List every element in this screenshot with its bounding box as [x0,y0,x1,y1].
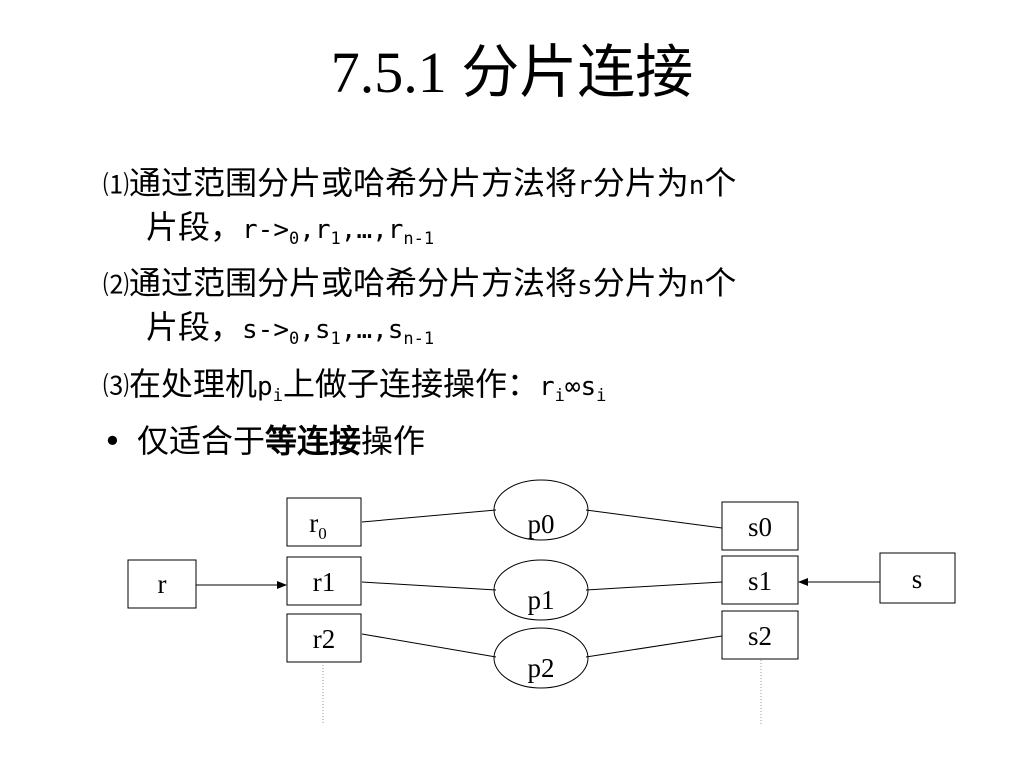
item-2-sub-0: 0 [288,329,300,349]
item-3-marker: ⑶ [103,372,130,402]
r0-base: r [309,508,318,538]
item-2-fragment-seq: s->0,s1,…,sn-1 [242,315,434,348]
r-relation-label: r [158,569,167,599]
item-1-rel-last: r [387,215,404,245]
bullet-bold: 等连接 [265,422,362,460]
item-2-line-1: ⑵通过范围分片或哈希分片方法将s分片为n个 [103,262,736,307]
item-1-line2-text: 片段， [146,208,243,246]
s-relation-box [879,552,956,604]
item-1-sep-2: ,…, [340,215,388,245]
r-relation-box [127,559,197,609]
item-2-marker: ⑵ [103,271,130,301]
s0-fragment-box [721,501,799,551]
item-3-right-sub: i [596,386,607,406]
item-1-count: n [688,171,705,201]
edge-p1-s1 [585,581,723,591]
bullet-dot: • [103,422,122,460]
s0-fragment-label: s0 [748,512,772,542]
bullet-text-a: 仅适合于 [137,422,266,460]
r0-sub: 0 [318,524,327,543]
item-2-line2-text: 片段， [146,308,243,346]
item-2-text-a: 通过范围分片或哈希分片方法将 [129,264,578,302]
item-2-rel: s [577,271,593,301]
edge-p2-s2 [585,635,723,658]
item-2-seq-head: s-> [242,315,289,345]
item-1-line-1: ⑴通过范围分片或哈希分片方法将r分片为n个 [103,162,736,207]
slide-title: 7.5.1 分片连接 [330,40,694,105]
item-1-sub-0: 0 [288,229,300,249]
r2-fragment-label: r2 [313,624,336,654]
item-2-line-2: 片段，s->0,s1,…,sn-1 [146,306,434,351]
p0-processor [493,479,589,541]
s-relation-label: s [912,564,923,594]
item-3-join-expr: ri∞si [538,372,606,405]
r2-fragment-box [286,613,362,663]
s1-fragment-box [721,555,799,605]
item-2-rel-1: s [314,315,331,345]
item-1-seq-head: r-> [242,215,289,245]
item-2-sep-2: ,…, [340,315,388,345]
p1-processor [493,559,589,621]
bullet-line: • 仅适合于等连接操作 [103,420,425,462]
item-2-count: n [688,271,705,301]
p0-label: p0 [528,509,555,539]
r0-fragment-label: r0 [309,508,327,543]
item-3-text-a: 在处理机 [129,365,258,403]
item-1-text-a: 通过范围分片或哈希分片方法将 [129,164,578,202]
p2-processor [493,627,589,689]
item-1-sub-1: 1 [330,229,341,249]
r1-fragment-box [286,556,362,606]
p1-label: p1 [528,585,555,615]
item-1-rel: r [577,171,593,201]
item-2-sep-1: , [299,315,315,345]
r1-fragment-label: r1 [313,567,336,597]
s2-fragment-box [721,610,799,660]
item-3-text-b: 上做子连接操作： [282,365,539,403]
item-1-fragment-seq: r->0,r1,…,rn-1 [242,215,434,248]
item-1-text-b: 分片为 [592,164,689,202]
item-1-sub-last: n-1 [403,229,435,249]
item-3-processor: pi [257,372,283,405]
item-2-rel-last: s [387,315,404,345]
item-2-text-c: 个 [704,264,737,302]
edge-p0-s0 [585,509,723,529]
item-3-line: ⑶在处理机pi上做子连接操作：ri∞si [103,363,606,408]
join-symbol: ∞ [564,372,581,402]
item-3-left-sub: i [554,386,565,406]
item-1-text-c: 个 [704,164,737,202]
item-3-right: s [580,372,597,402]
item-3-proc-sub: i [272,386,283,406]
item-2-sub-1: 1 [330,329,341,349]
s2-fragment-label: s2 [748,621,772,651]
item-2-sub-last: n-1 [403,329,435,349]
item-1-sep-1: , [299,215,315,245]
p2-label: p2 [528,653,555,683]
s1-fragment-label: s1 [748,566,772,596]
edge-r0-p0 [361,509,497,523]
edge-r2-p2 [361,633,497,658]
edge-r1-p1 [361,581,497,591]
item-1-marker: ⑴ [103,171,130,201]
item-3-proc: p [257,372,273,402]
r0-fragment-box [286,497,362,547]
item-3-left: r [538,372,555,402]
item-2-text-b: 分片为 [592,264,689,302]
item-1-line-2: 片段，r->0,r1,…,rn-1 [146,206,434,251]
item-1-rel-1: r [314,215,331,245]
bullet-text-b: 操作 [361,422,426,460]
